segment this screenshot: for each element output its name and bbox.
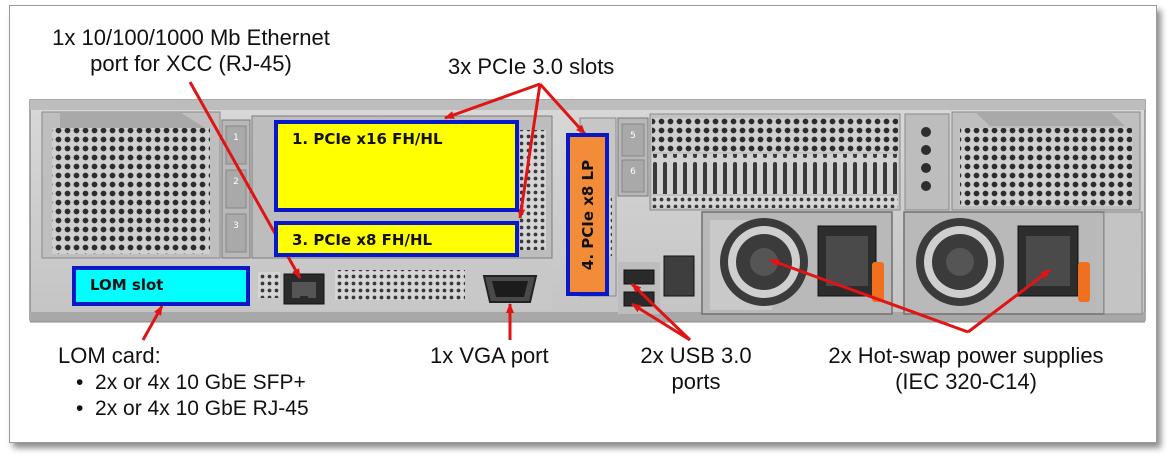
xcc-ethernet-port (283, 273, 325, 305)
vga-port (482, 275, 538, 303)
pcie-slots-callout: 3x PCIe 3.0 slots (448, 54, 615, 79)
bullet-1: • (76, 371, 84, 394)
slot-number-5: 5 (630, 131, 636, 141)
lom-slot-box: LOM slot (72, 266, 250, 306)
right-vent (951, 111, 1141, 211)
lom-option-2-text: 2x or 4x 10 GbE RJ-45 (95, 397, 309, 420)
arrow-pcie4 (538, 82, 587, 136)
psu-callout-line1: 2x Hot-swap power supplies (828, 343, 1104, 368)
lom-option-1: • 2x or 4x 10 GbE SFP+ (76, 370, 306, 395)
arrow-usb2 (631, 302, 691, 342)
left-vent (41, 111, 221, 259)
ethernet-callout: 1x 10/100/1000 Mb Ethernet port for XCC … (26, 25, 356, 77)
arrow-pcie3 (517, 83, 542, 219)
lom-slot-label: LOM slot (90, 276, 164, 294)
pcie-slot-1-box: 1. PCIe x16 FH/HL (274, 120, 519, 212)
usb-callout-line1: 2x USB 3.0 (640, 343, 752, 368)
riser1-bezel: 1 2 3 (221, 119, 251, 259)
lom-card-callout: LOM card: (58, 343, 161, 368)
pcie-slot-3-box: 3. PCIe x8 FH/HL (274, 221, 519, 257)
slot-number-1: 1 (233, 133, 239, 143)
annotation-arrows (141, 81, 1051, 342)
usb-callout: 2x USB 3.0 ports (614, 343, 778, 395)
arrow-pcie1 (444, 82, 541, 120)
vga-callout: 1x VGA port (430, 343, 549, 368)
psu-callout: 2x Hot-swap power supplies (IEC 320-C14) (800, 343, 1132, 395)
ethernet-callout-line2: port for XCC (RJ-45) (90, 51, 292, 76)
lom-option-2: • 2x or 4x 10 GbE RJ-45 (76, 396, 309, 421)
slot-number-2: 2 (233, 177, 239, 187)
pcie-slot-4-label: 4. PCIe x8 LP (578, 159, 597, 270)
pcie-slot-1-label: 1. PCIe x16 FH/HL (292, 130, 443, 148)
pcie-slot-3-label: 3. PCIe x8 FH/HL (292, 231, 433, 249)
psu-callout-line2: (IEC 320-C14) (895, 369, 1037, 394)
power-supply-2 (903, 211, 1143, 315)
usb-callout-line2: ports (671, 369, 721, 394)
slot-number-3: 3 (233, 221, 239, 231)
bullet-2: • (76, 397, 84, 420)
arrow-psu1 (769, 258, 969, 334)
lom-option-1-text: 2x or 4x 10 GbE SFP+ (95, 371, 306, 394)
arrow-psu2 (967, 268, 1051, 334)
riser2-grille (649, 113, 950, 211)
power-supply-1 (701, 211, 893, 315)
slot-number-6: 6 (630, 167, 636, 177)
pcie-slot-4-box: 4. PCIe x8 LP (566, 133, 609, 296)
ethernet-callout-line1: 1x 10/100/1000 Mb Ethernet (52, 25, 330, 50)
arrow-usb1 (630, 282, 692, 342)
arrow-lom (141, 305, 164, 341)
